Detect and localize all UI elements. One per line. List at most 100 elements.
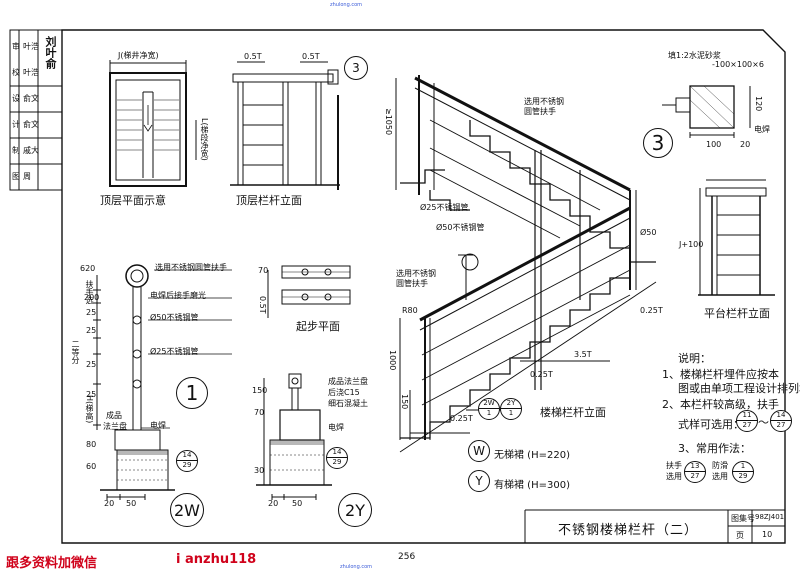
note-tilde: ～ xyxy=(758,416,769,429)
d25-pipe-label-b: Ø25不锈钢管 xyxy=(420,203,469,212)
section-marker-3: 3 xyxy=(643,128,673,158)
dim-1000: 1000 xyxy=(388,350,397,371)
atlas-label: 图集号 xyxy=(731,514,755,523)
dim-70-b: 70 xyxy=(254,408,265,417)
top-plan-title: 顶层平面示意 xyxy=(100,194,166,207)
dim-05t-a: 0.5T xyxy=(244,52,262,61)
j-well-width-label: J(梯井净宽) xyxy=(118,51,159,60)
dim-60: 60 xyxy=(86,462,97,471)
dim-50-b: 50 xyxy=(292,499,303,508)
legend-y-text: 有梯裙 (H=300) xyxy=(494,480,570,491)
mortar-label: 填1:2水泥砂浆 xyxy=(668,51,721,60)
handrail-select-2a: 选用不锈钢 xyxy=(524,97,564,106)
d25-pipe-label: Ø25不锈钢管 xyxy=(150,347,199,356)
note-3-select-b: 选用 xyxy=(712,472,728,481)
handrail-select-2b: 圆管扶手 xyxy=(524,107,556,116)
dim-200: 200 xyxy=(84,293,100,302)
dim-20-a: 20 xyxy=(104,499,115,508)
dim-j100: J+100 xyxy=(679,240,704,249)
finished-flange-label: 成品法兰盘 xyxy=(328,377,368,386)
weld-polish-label: 电焊后接手磨光 xyxy=(150,291,206,300)
notes-title: 说明： xyxy=(678,352,711,365)
title-block-signature: 刘叶俞 xyxy=(44,36,57,69)
section-marker-1: 1 xyxy=(176,377,208,409)
dim-label-handrail: 扶手选 xyxy=(85,280,94,304)
dim-25-b: 25 xyxy=(86,326,97,335)
fine-concrete-label: 细石混凝土 xyxy=(328,399,368,408)
d50-label: Ø50 xyxy=(640,228,657,237)
dim-70-a: 70 xyxy=(258,266,269,275)
section-marker-3-small: 3 xyxy=(344,56,368,80)
section-marker-2y: 2Y xyxy=(338,493,372,527)
dim-025t-a: 0.25T xyxy=(640,306,663,315)
dim-1050: ≥1050 xyxy=(384,108,393,136)
title-block-names: 叶浩叶浩 俞文俞文 戚大周 xyxy=(23,42,39,181)
dim-100: 100 xyxy=(706,140,722,149)
section-marker-2w: 2W xyxy=(170,493,204,527)
handrail-select-3b: 圆管扶手 xyxy=(396,279,428,288)
promo-text: 跟多资料加微信 xyxy=(6,556,98,571)
dim-25-c: 25 xyxy=(86,360,97,369)
dim-80: 80 xyxy=(86,440,97,449)
r80-label: R80 xyxy=(402,306,418,315)
title-block-roles: 审校 设计 制图 xyxy=(12,42,20,181)
top-watermark: zhulong.com xyxy=(330,2,363,8)
plate-label: -100×100×6 xyxy=(712,60,764,69)
dim-80-b: 30 xyxy=(254,466,265,475)
dim-150-b: 150 xyxy=(400,394,409,410)
legend-y-symbol: Y xyxy=(468,470,490,492)
handrail-select-label: 选用不锈钢圆管扶手 xyxy=(155,263,227,272)
top-rail-elevation-title: 顶层栏杆立面 xyxy=(236,194,302,207)
note-2b: 式样可选用： xyxy=(678,418,744,431)
dim-025t-c: 0.25T xyxy=(450,414,473,423)
post-pour-label: 后浇C15 xyxy=(328,388,360,397)
dim-150: 150 xyxy=(252,386,268,395)
dim-05t-b: 0.5T xyxy=(302,52,320,61)
d50-pipe-label: Ø50不锈钢管 xyxy=(150,313,199,322)
dim-20-b: 20 xyxy=(268,499,279,508)
dim-20-c: 20 xyxy=(740,140,751,149)
dim-620: 620 xyxy=(80,264,96,273)
note-1b: 图或由单项工程设计排列埋设。 xyxy=(678,382,800,395)
d50-pipe-label-b: Ø50不锈钢管 xyxy=(436,223,485,232)
weld-label-c: 电焊 xyxy=(754,125,770,134)
note-1a: 1、楼梯栏杆埋件应按本 xyxy=(662,368,779,381)
note-3-antislip: 防滑 xyxy=(712,461,728,470)
note-3-select: 选用 xyxy=(666,472,682,481)
atlas-number: 98ZJ401 xyxy=(755,513,785,521)
handrail-select-3a: 选用不锈钢 xyxy=(396,269,436,278)
page-number: 10 xyxy=(762,530,773,539)
bottom-watermark: zhulong.com xyxy=(340,564,373,570)
dim-25-a: 25 xyxy=(86,308,97,317)
note-3: 3、常用作法： xyxy=(678,442,751,455)
dim-25-d: 25 xyxy=(86,390,97,399)
finished-label: 成品 xyxy=(106,411,122,420)
dim-120: 120 xyxy=(754,96,763,112)
dim-05t-c: 0.5T xyxy=(258,296,267,314)
l-stair-width-label: L(梯段净宽) xyxy=(200,118,209,161)
stair-rail-elevation-title: 楼梯栏杆立面 xyxy=(540,406,606,419)
drawing-title: 不锈钢楼梯栏杆（二） xyxy=(558,523,699,538)
promo-wechat: i anzhu118 xyxy=(176,552,257,567)
note-3-handrail: 扶手 xyxy=(666,461,682,470)
weld-label-b: 电焊 xyxy=(328,423,344,432)
flange-label: 法兰盘 xyxy=(103,422,127,431)
dim-label-height: H(梯高) xyxy=(85,395,94,424)
platform-rail-elevation-title: 平台栏杆立面 xyxy=(704,307,770,320)
sheet-page-number: 256 xyxy=(398,552,416,562)
weld-label: 电焊 xyxy=(150,421,166,430)
legend-w-text: 无梯裙 (H=220) xyxy=(494,450,570,461)
dim-label-halves: 二等分 xyxy=(71,340,80,364)
start-plan-title: 起步平面 xyxy=(296,320,340,333)
page-label: 页 xyxy=(736,531,744,540)
